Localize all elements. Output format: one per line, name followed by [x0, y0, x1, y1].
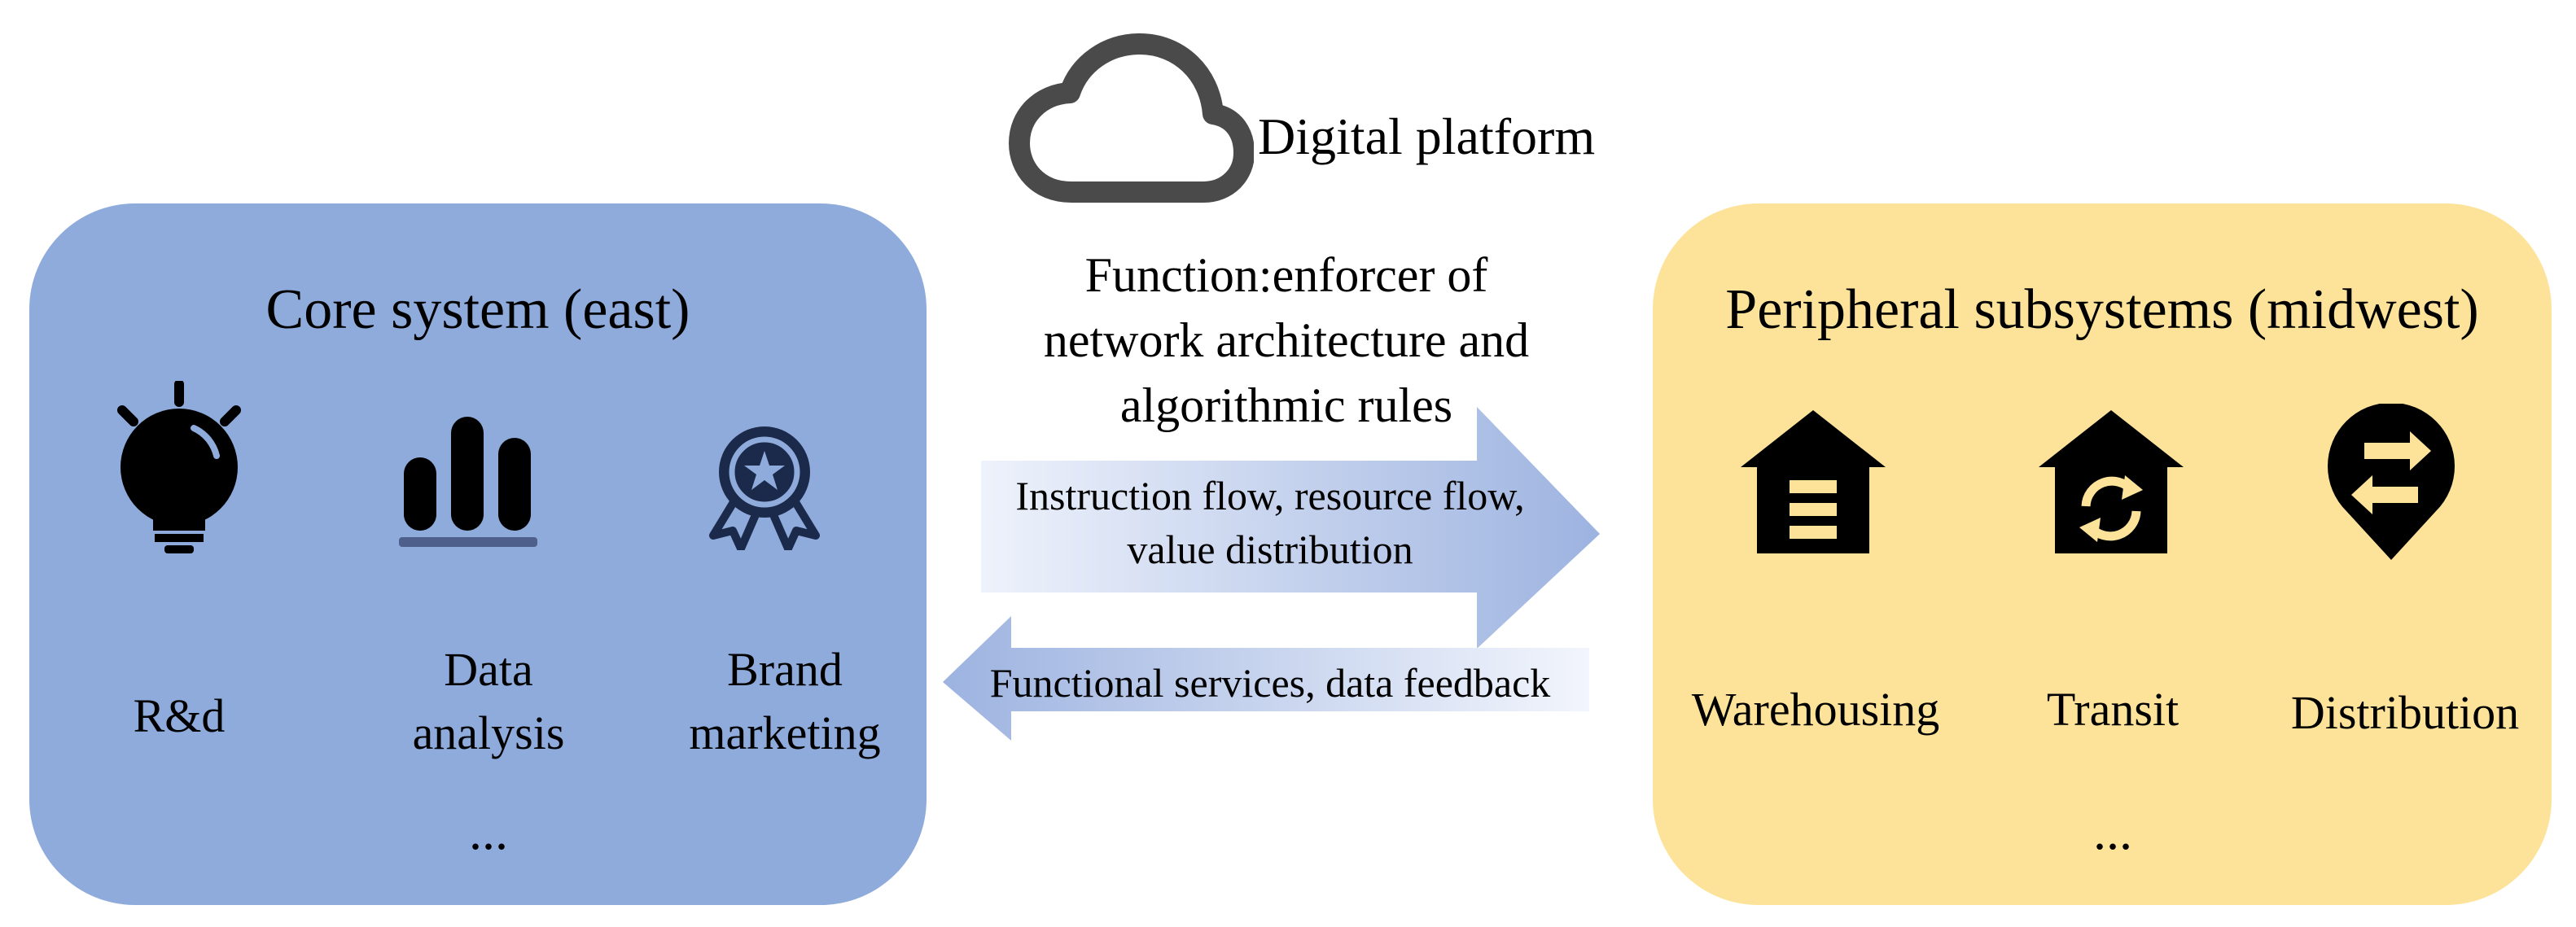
- peripheral-item-label: Distribution: [2290, 686, 2520, 739]
- forward-flow-line: Instruction flow, resource flow,: [1015, 473, 1525, 518]
- peripheral-subsystems-title: Peripheral subsystems (midwest): [1725, 278, 2479, 341]
- platform-function-text: Function:enforcer of network architectur…: [961, 243, 1612, 438]
- backward-flow-text: Functional services, data feedback: [989, 660, 1551, 706]
- forward-flow-line: value distribution: [1127, 527, 1413, 572]
- forward-flow-text: Instruction flow, resource flow, value d…: [936, 469, 1604, 576]
- function-line: Function:enforcer of: [1084, 248, 1488, 302]
- core-item-label: Data analysis: [412, 643, 565, 759]
- transit-house-icon: [2035, 405, 2187, 557]
- peripheral-item-label: Warehousing: [1691, 683, 1940, 736]
- lightbulb-icon: [106, 381, 252, 560]
- platform-label: Digital platform: [1258, 107, 1596, 165]
- warehouse-icon: [1737, 405, 1889, 557]
- core-system-title: Core system (east): [265, 278, 690, 341]
- peripheral-item-label: Transit: [2046, 683, 2180, 736]
- core-ellipsis: ...: [469, 802, 508, 860]
- peripheral-ellipsis: ...: [2093, 802, 2132, 860]
- core-system-panel: Core system (east) R&d Data analysis: [29, 203, 927, 905]
- award-badge-icon: [703, 420, 826, 550]
- function-line: network architecture and: [1043, 313, 1530, 367]
- function-line: algorithmic rules: [1119, 378, 1453, 432]
- backward-flow-arrow: [943, 616, 1589, 741]
- core-item-label: Brand marketing: [689, 643, 881, 759]
- distribution-pin-icon: [2322, 404, 2460, 563]
- cloud-icon: [1005, 24, 1254, 207]
- peripheral-subsystems-panel: Peripheral subsystems (midwest) Warehous…: [1653, 203, 2552, 905]
- core-item-label: R&d: [133, 689, 226, 742]
- bar-chart-icon: [399, 417, 537, 549]
- forward-flow-arrow: [981, 407, 1600, 649]
